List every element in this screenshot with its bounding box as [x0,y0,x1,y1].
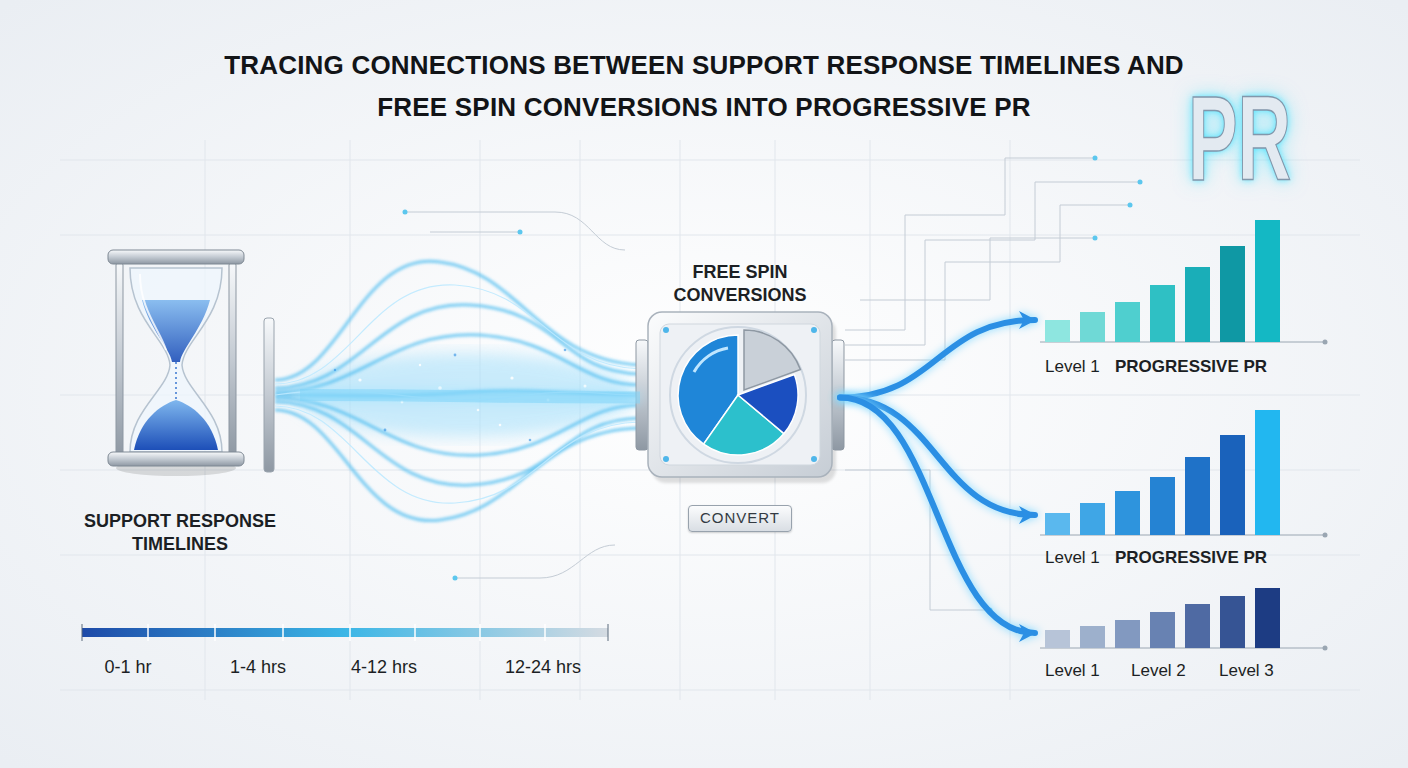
chart-node: Level 1PROGRESSIVE PR [1035,210,1335,380]
chart-label: PROGRESSIVE PR [1115,547,1315,568]
flow-arrow [840,320,1035,398]
level-label: Level 1 [1045,547,1115,568]
convert-button: CONVERT [688,505,792,532]
flow-arrow [840,398,1035,515]
converter-node: FREE SPIN CONVERSIONS CONVERT [640,255,840,540]
level-label: Level 1 [1045,660,1125,681]
node-label: SUPPORT RESPONSE TIMELINES [70,510,290,555]
flow-connector [300,395,640,398]
converter-box [636,312,844,483]
chart-label: PROGRESSIVE PR [1115,356,1315,377]
time-tick-label: 1-4 hrs [208,656,308,679]
hourglass-icon [108,250,244,476]
flow-plate [264,318,274,472]
level-label: Level 3 [1219,660,1299,681]
grid-lines [60,140,1360,700]
bar-chart [1040,220,1328,345]
flow-streams [275,261,640,520]
pr-heading: PR [1188,78,1312,198]
chart-node: Level 1PROGRESSIVE PR [1035,405,1335,575]
flow-arrow [840,398,1035,634]
time-tick-label: 4-12 hrs [329,656,439,679]
node-heading: FREE SPIN CONVERSIONS [640,261,840,306]
time-tick-label: 12-24 hrs [488,656,598,679]
diagram-title: TRACING CONNECTIONS BETWEEN SUPPORT RESP… [223,44,1185,128]
connectors [300,320,1035,633]
timeline-scale [82,624,608,641]
level-label: Level 2 [1131,660,1211,681]
timeline-node: SUPPORT RESPONSE TIMELINES [60,230,300,560]
chart-node: Level 1 Level 2 Level 3 [1035,578,1335,688]
bar-chart [1040,410,1328,538]
time-tick-label: 0-1 hr [78,656,178,679]
level-label: Level 1 [1045,356,1115,377]
bar-chart [1040,588,1328,651]
